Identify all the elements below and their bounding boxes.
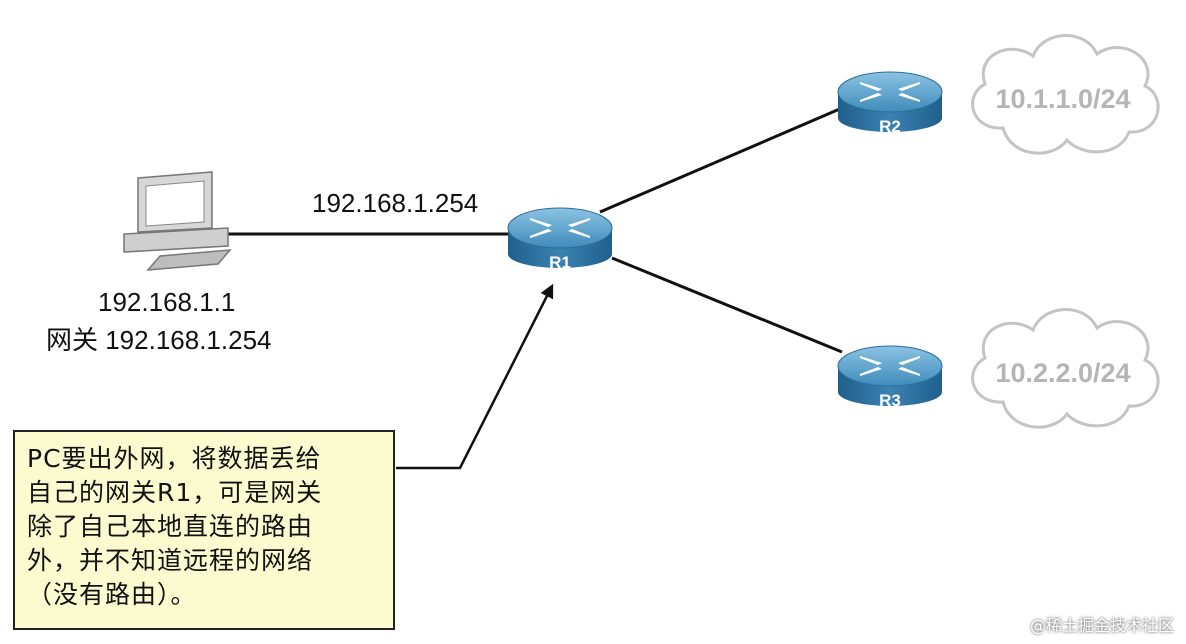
callout-note: PC要出外网，将数据丢给 自己的网关R1，可是网关 除了自己本地直连的路由 外，… bbox=[13, 430, 395, 630]
pc-icon bbox=[123, 171, 232, 271]
router-r2: R2 bbox=[837, 71, 943, 136]
note-line: （没有路由）。 bbox=[27, 580, 197, 609]
note-line: 除了自己本地直连的路由 bbox=[27, 512, 314, 541]
network-label: 10.2.2.0/24 bbox=[995, 358, 1130, 388]
note-line: 外，并不知道远程的网络 bbox=[27, 546, 314, 575]
note-line: PC要出外网，将数据丢给 bbox=[27, 444, 322, 473]
link-ip-label: 192.168.1.254 bbox=[312, 188, 478, 218]
router-r1: R1 bbox=[507, 207, 613, 272]
cloud-network-1: 10.1.1.0/24 bbox=[971, 33, 1160, 155]
note-line: 自己的网关R1，可是网关 bbox=[27, 478, 323, 507]
pc-ip-label: 192.168.1.1 bbox=[98, 287, 235, 317]
router-label: R3 bbox=[879, 391, 901, 410]
watermark: @稀土掘金技术社区 bbox=[1029, 616, 1174, 635]
link-r1-r3 bbox=[611, 256, 843, 354]
callout-arrow bbox=[396, 283, 554, 470]
router-label: R1 bbox=[549, 253, 571, 272]
router-r3: R3 bbox=[837, 345, 943, 410]
network-label: 10.1.1.0/24 bbox=[995, 84, 1130, 114]
router-label: R2 bbox=[879, 117, 901, 136]
pc-gateway-label: 网关 192.168.1.254 bbox=[46, 325, 272, 355]
link-r1-r2 bbox=[599, 106, 843, 214]
cloud-network-2: 10.2.2.0/24 bbox=[971, 307, 1160, 429]
